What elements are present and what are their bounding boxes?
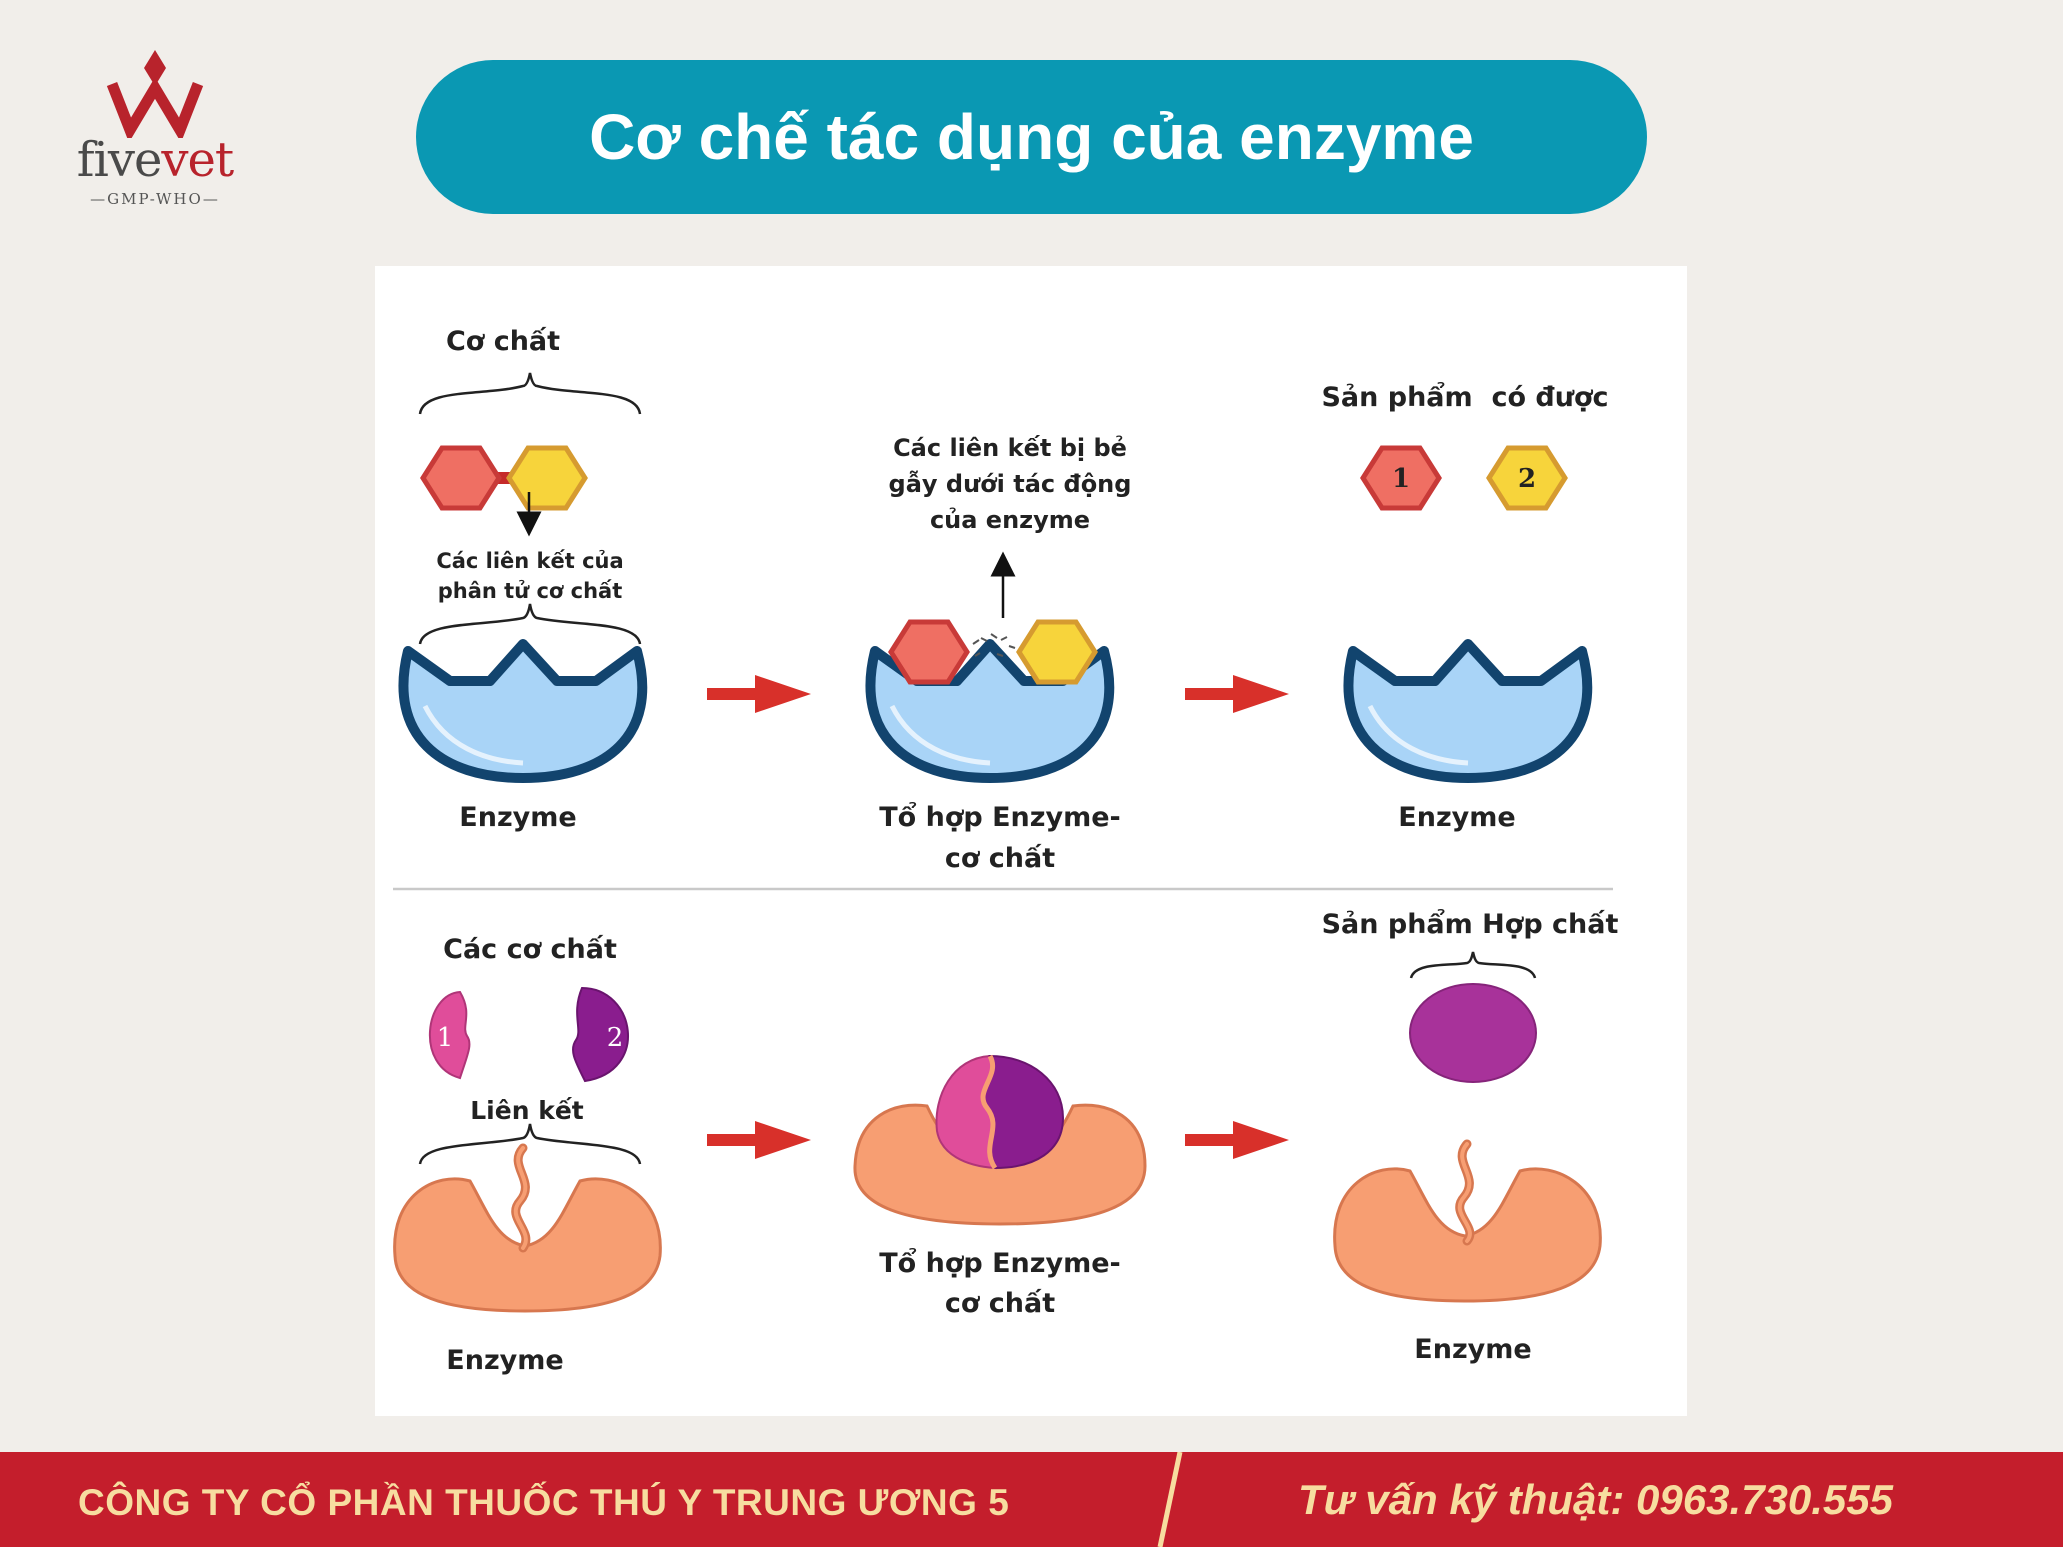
blue-enzyme-right [1343,639,1593,783]
broken-bonds-line3: của enzyme [930,506,1090,534]
logo-tagline: —GMP-WHO— [90,190,220,208]
complex-label-bottom-line1: Tổ hợp Enzyme- [879,1246,1121,1279]
svg-text:1: 1 [1392,464,1410,494]
product-brace [1409,951,1537,979]
orange-enzyme-left [393,1143,662,1313]
red-arrow-top-2 [1185,675,1289,713]
substrate-hexagon-yellow [506,445,588,511]
footer-divider [1157,1452,1183,1547]
page-title-text: Cơ chế tác dụng của enzyme [589,101,1474,173]
footer-bar: CÔNG TY CỔ PHẦN THUỐC THÚ Y TRUNG ƯƠNG 5… [0,1452,2063,1547]
orange-enzyme-complex [853,1054,1147,1226]
bonds-brace [418,603,642,645]
red-arrow-bottom-2 [1185,1121,1289,1159]
substrate-hexagon-red [420,445,502,511]
substrate-piece-1: 1 [428,990,471,1080]
bond-label-bottom: Liên kết [470,1096,584,1125]
product-compound [1409,983,1537,1083]
orange-enzyme-right [1333,1139,1602,1303]
product-hexagon-1: 1 [1360,445,1442,511]
fivevet-logo-mark [106,50,204,143]
broken-bonds-line2: gẫy dưới tác động [889,469,1132,498]
bonds-label-line2: phân tử cơ chất [438,579,623,603]
svg-text:2: 2 [607,1023,624,1053]
enzyme-label-top-left: Enzyme [459,802,576,833]
complex-label-top-line2: cơ chất [945,843,1055,874]
blue-enzyme-complex [865,619,1115,783]
technical-hotline: Tư vấn kỹ thuật: 0963.730.555 [1298,1476,1893,1523]
broken-bonds-line1: Các liên kết bị bẻ [893,434,1127,462]
complex-label-top-line1: Tổ hợp Enzyme- [879,800,1121,833]
substrate-piece-2: 2 [572,986,629,1083]
red-arrow-bottom-1 [707,1121,811,1159]
complex-label-bottom-line2: cơ chất [945,1288,1055,1319]
svg-text:1: 1 [437,1023,454,1053]
blue-enzyme-left [398,639,648,783]
product-hexagon-2: 2 [1486,445,1568,511]
substrate-molecule [420,445,588,511]
fivevet-logo: fivevet —GMP-WHO— [70,48,240,208]
substrate-label: Cơ chất [446,326,560,357]
bond-brace [418,1123,642,1165]
logo-wordmark: fivevet [76,132,234,188]
products-label-top: Sản phẩm có được [1321,380,1608,413]
enzyme-label-top-right: Enzyme [1398,802,1515,833]
product-compound-label: Sản phẩm Hợp chất [1322,907,1619,940]
enzyme-mechanism-diagram: Cơ chất Các liên kết của phân tử cơ chất… [393,326,1619,1376]
svg-text:2: 2 [1518,464,1536,494]
substrates-label-bottom: Các cơ chất [443,934,617,965]
bonds-label-line1: Các liên kết của [436,549,623,573]
company-name: CÔNG TY CỔ PHẦN THUỐC THÚ Y TRUNG ƯƠNG 5 [78,1482,1010,1523]
enzyme-label-bottom-right: Enzyme [1414,1334,1531,1365]
enzyme-diagram-panel: Cơ chất Các liên kết của phân tử cơ chất… [375,266,1687,1416]
substrate-brace [418,372,642,415]
red-arrow-top-1 [707,675,811,713]
page-title: Cơ chế tác dụng của enzyme [416,60,1647,214]
enzyme-label-bottom-left: Enzyme [446,1345,563,1376]
